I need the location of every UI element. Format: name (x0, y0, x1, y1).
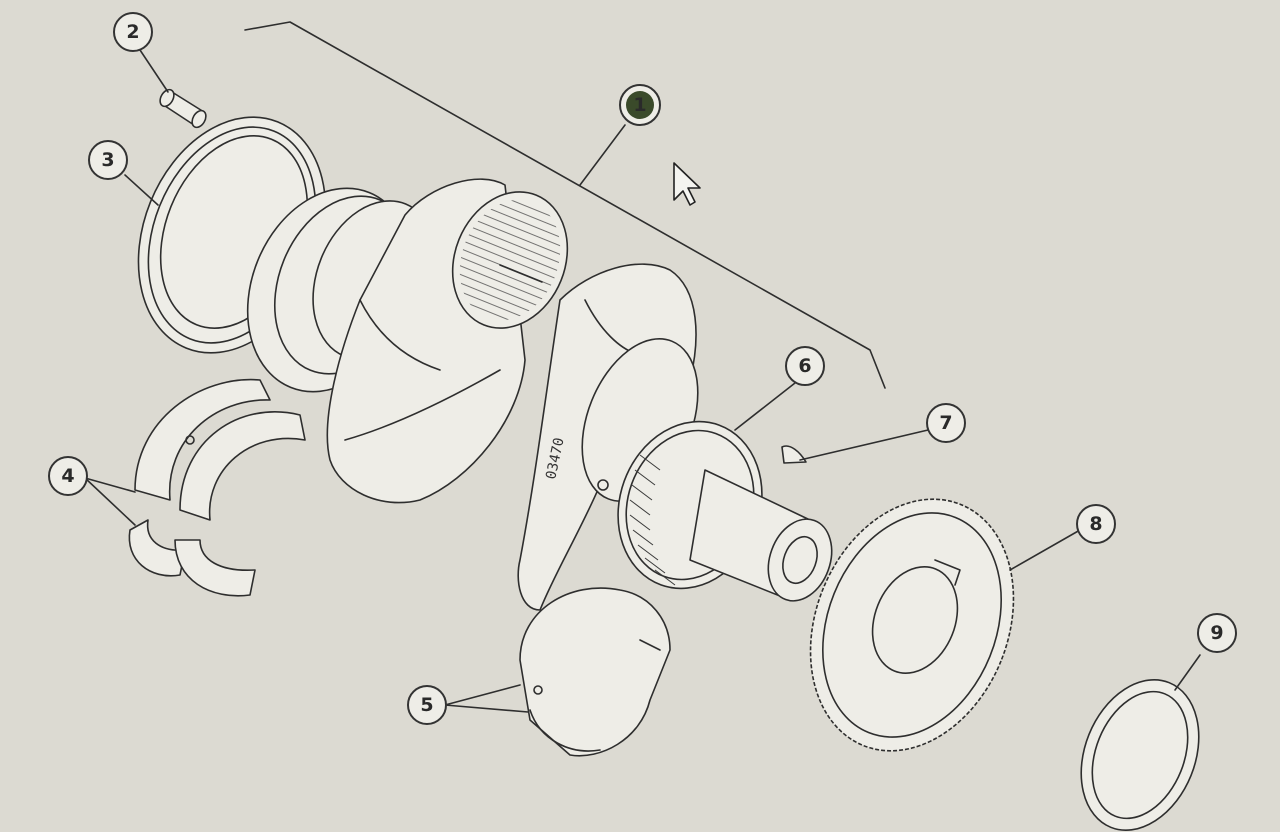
svg-text:3: 3 (101, 149, 114, 171)
svg-text:4: 4 (61, 465, 74, 487)
callout-9: 9 (1197, 613, 1237, 653)
mouse-cursor-icon (673, 162, 701, 206)
leader-lines (84, 49, 1201, 713)
part-washer (1080, 679, 1200, 831)
svg-text:1: 1 (633, 94, 646, 116)
svg-text:5: 5 (420, 694, 433, 716)
svg-text:7: 7 (939, 412, 952, 434)
callout-7: 7 (926, 403, 966, 443)
svg-text:9: 9 (1210, 622, 1223, 644)
callout-1: 1 (619, 84, 661, 126)
part-bearing-shells-upper (128, 378, 306, 597)
callout-5: 5 (407, 685, 447, 725)
svg-text:6: 6 (798, 355, 811, 377)
callout-8: 8 (1076, 504, 1116, 544)
callout-3: 3 (88, 140, 128, 180)
part-key (781, 445, 807, 464)
part-large-gear (809, 498, 1015, 752)
part-dowel-pin (159, 88, 207, 129)
svg-text:8: 8 (1089, 513, 1102, 535)
part-shaft-gear (617, 420, 833, 602)
svg-text:2: 2 (126, 21, 139, 43)
callout-4: 4 (48, 456, 88, 496)
callout-6: 6 (785, 346, 825, 386)
part-bearing-shell-lower (519, 587, 671, 757)
callout-2: 2 (113, 12, 153, 52)
assembly-bracket (244, 21, 886, 389)
